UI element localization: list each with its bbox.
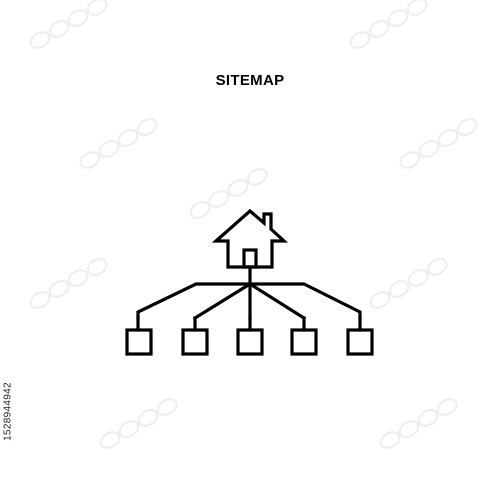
house-icon: [211, 208, 289, 269]
house-door-icon: [242, 248, 258, 269]
sitemap-node-2: [181, 328, 209, 356]
sitemap-node-1: [125, 328, 153, 356]
sitemap-node-5: [346, 328, 374, 356]
sitemap-node-3: [236, 328, 264, 356]
page-title: SITEMAP: [215, 72, 285, 89]
stock-id-label: 1528944942: [2, 382, 14, 441]
sitemap-node-4: [290, 328, 318, 356]
